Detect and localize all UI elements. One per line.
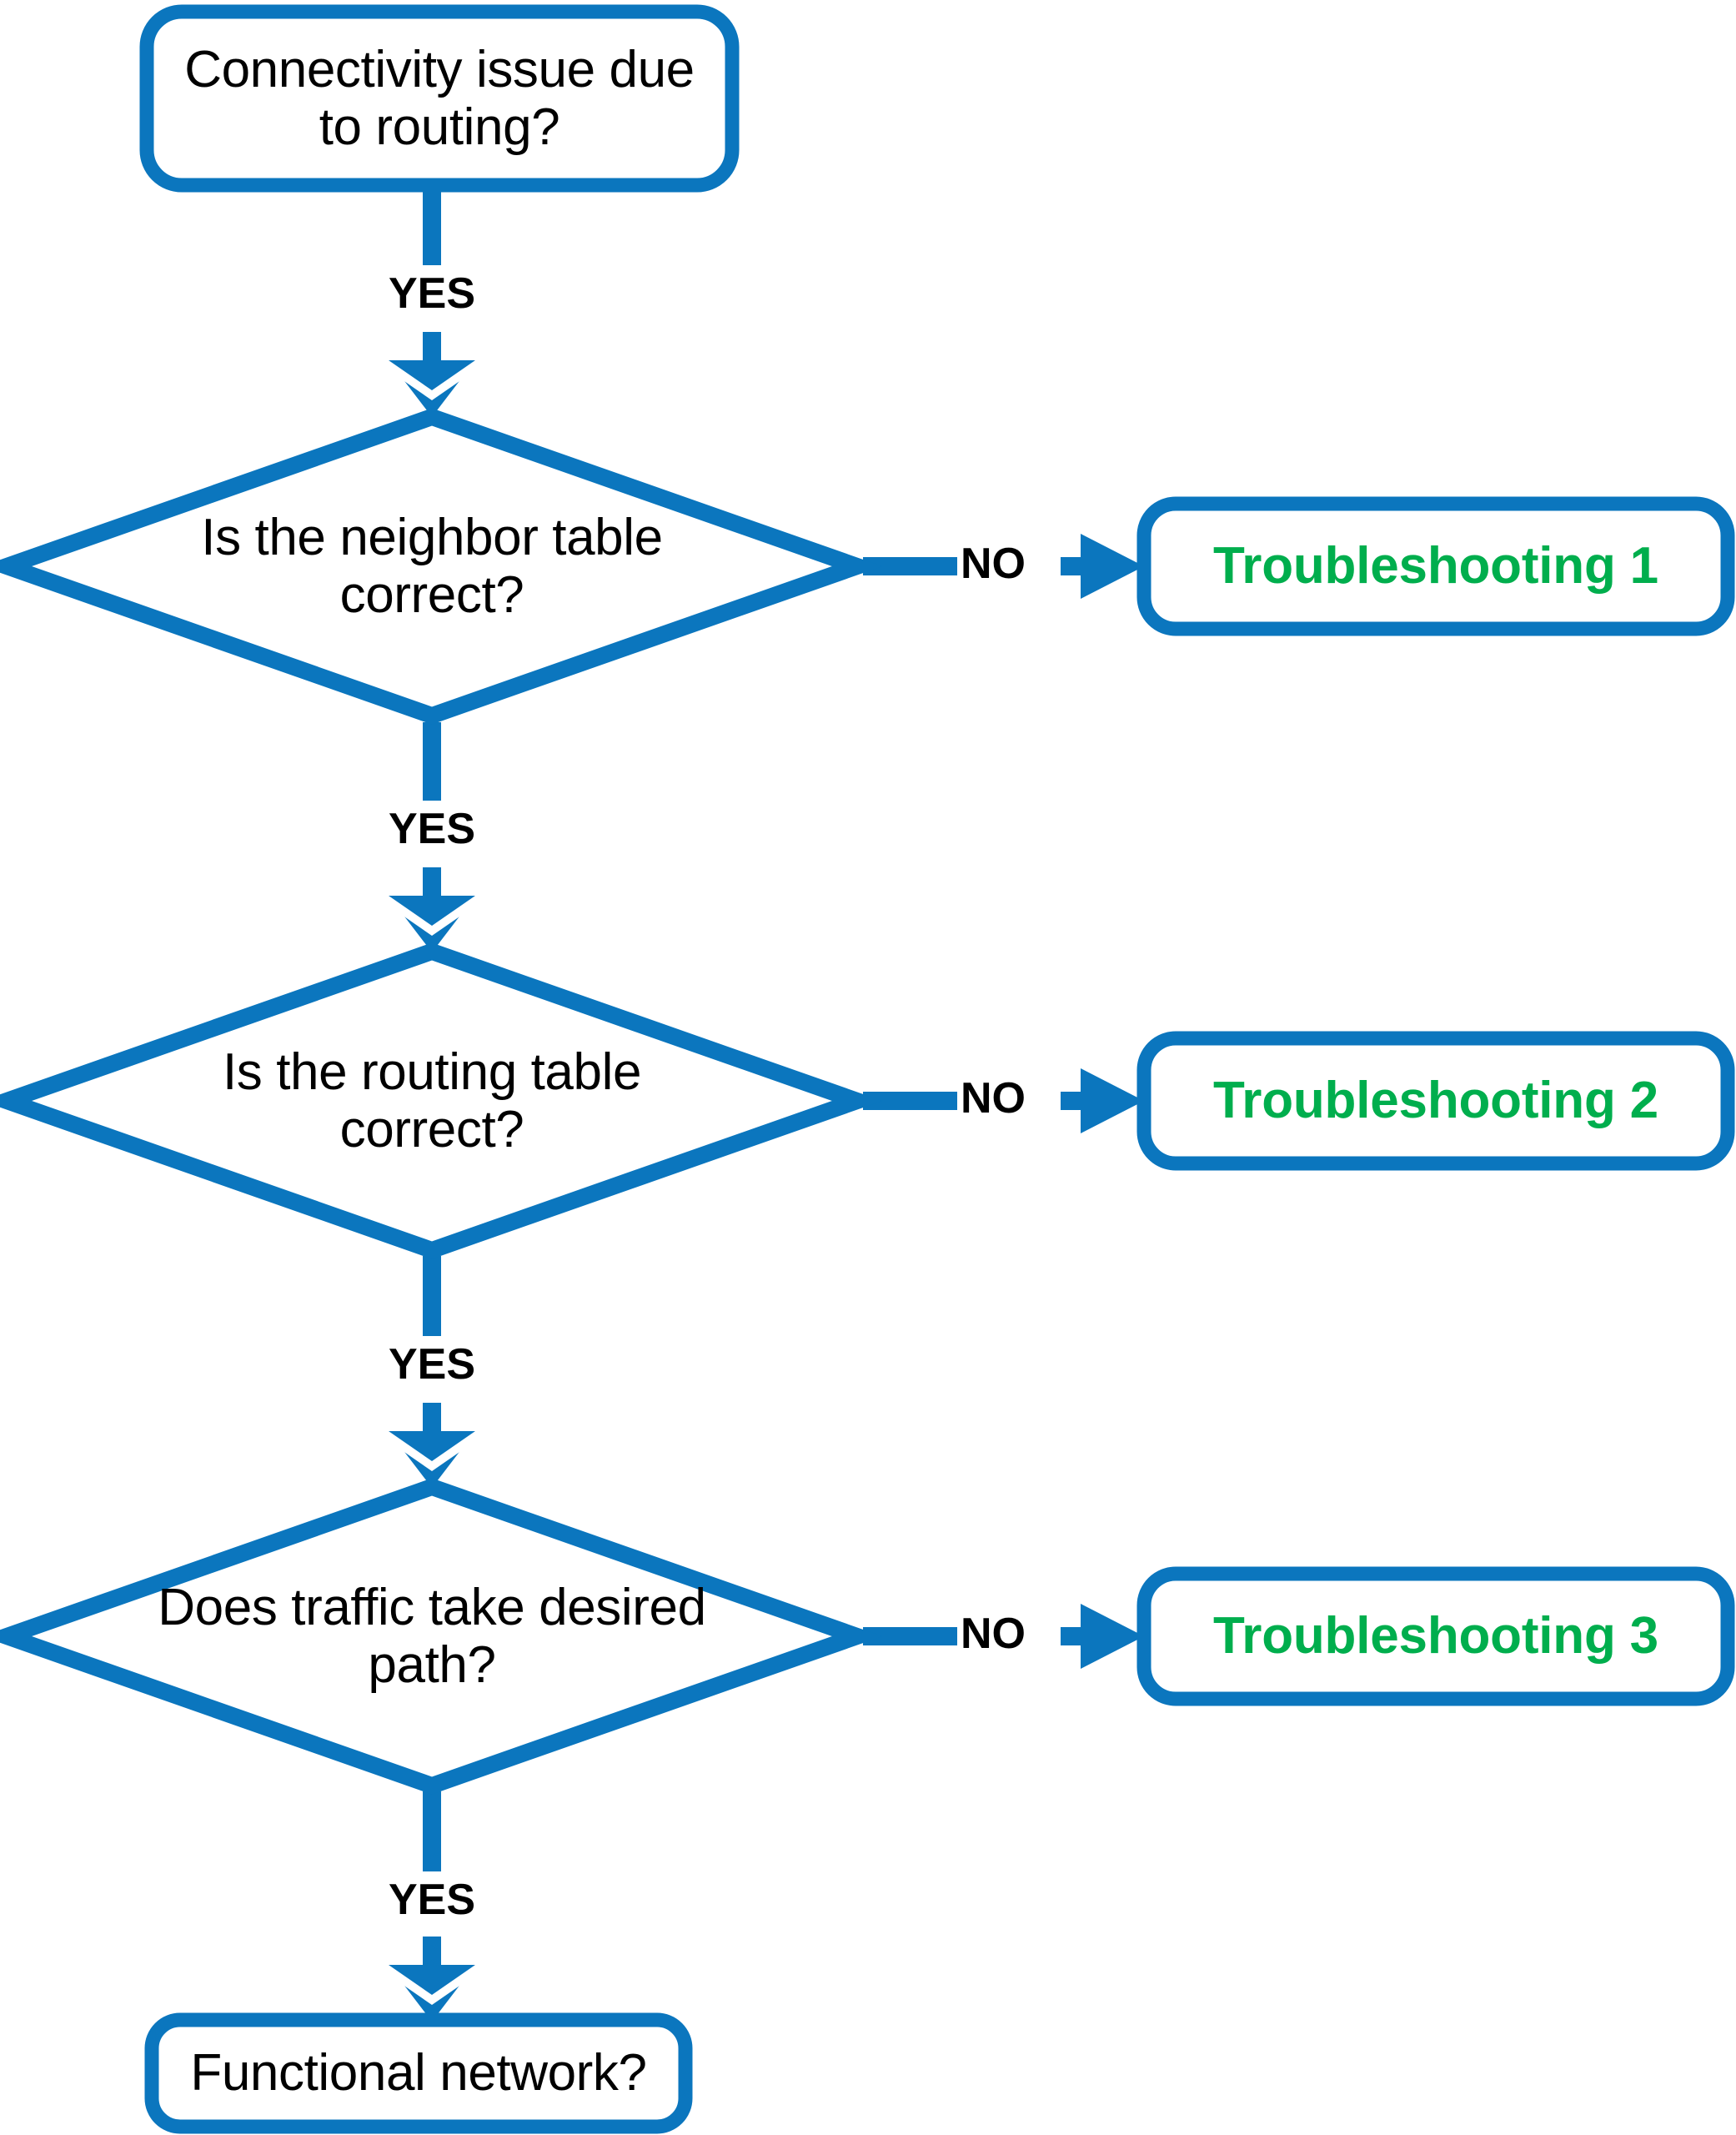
node-start[interactable] bbox=[147, 12, 732, 185]
shape-decision-path bbox=[0, 1478, 883, 1795]
edge-start-to-neighbor bbox=[389, 190, 475, 417]
edge-neighbor-to-ts1 bbox=[863, 534, 1144, 599]
node-decision-neighbor[interactable] bbox=[7, 417, 857, 716]
shape-troubleshooting-1 bbox=[1136, 496, 1735, 636]
edge-path-to-ts3 bbox=[863, 1604, 1144, 1669]
edge-path-to-end bbox=[389, 1791, 475, 2022]
shape-start bbox=[139, 4, 740, 193]
shape-decision-neighbor bbox=[0, 408, 883, 725]
node-troubleshooting-2[interactable] bbox=[1144, 1038, 1728, 1163]
shape-troubleshooting-3 bbox=[1136, 1566, 1735, 1706]
edge-routing-to-ts2 bbox=[863, 1068, 1144, 1133]
node-troubleshooting-3[interactable] bbox=[1144, 1574, 1728, 1699]
shape-troubleshooting-2 bbox=[1136, 1031, 1735, 1171]
shape-decision-routing bbox=[0, 942, 883, 1259]
edge-neighbor-to-routing bbox=[389, 722, 475, 952]
node-decision-path[interactable] bbox=[7, 1487, 857, 1786]
node-troubleshooting-1[interactable] bbox=[1144, 504, 1728, 629]
edge-routing-to-path bbox=[389, 1256, 475, 1488]
shape-end bbox=[144, 2012, 693, 2134]
node-end[interactable] bbox=[152, 2020, 685, 2127]
node-decision-routing[interactable] bbox=[7, 952, 857, 1250]
